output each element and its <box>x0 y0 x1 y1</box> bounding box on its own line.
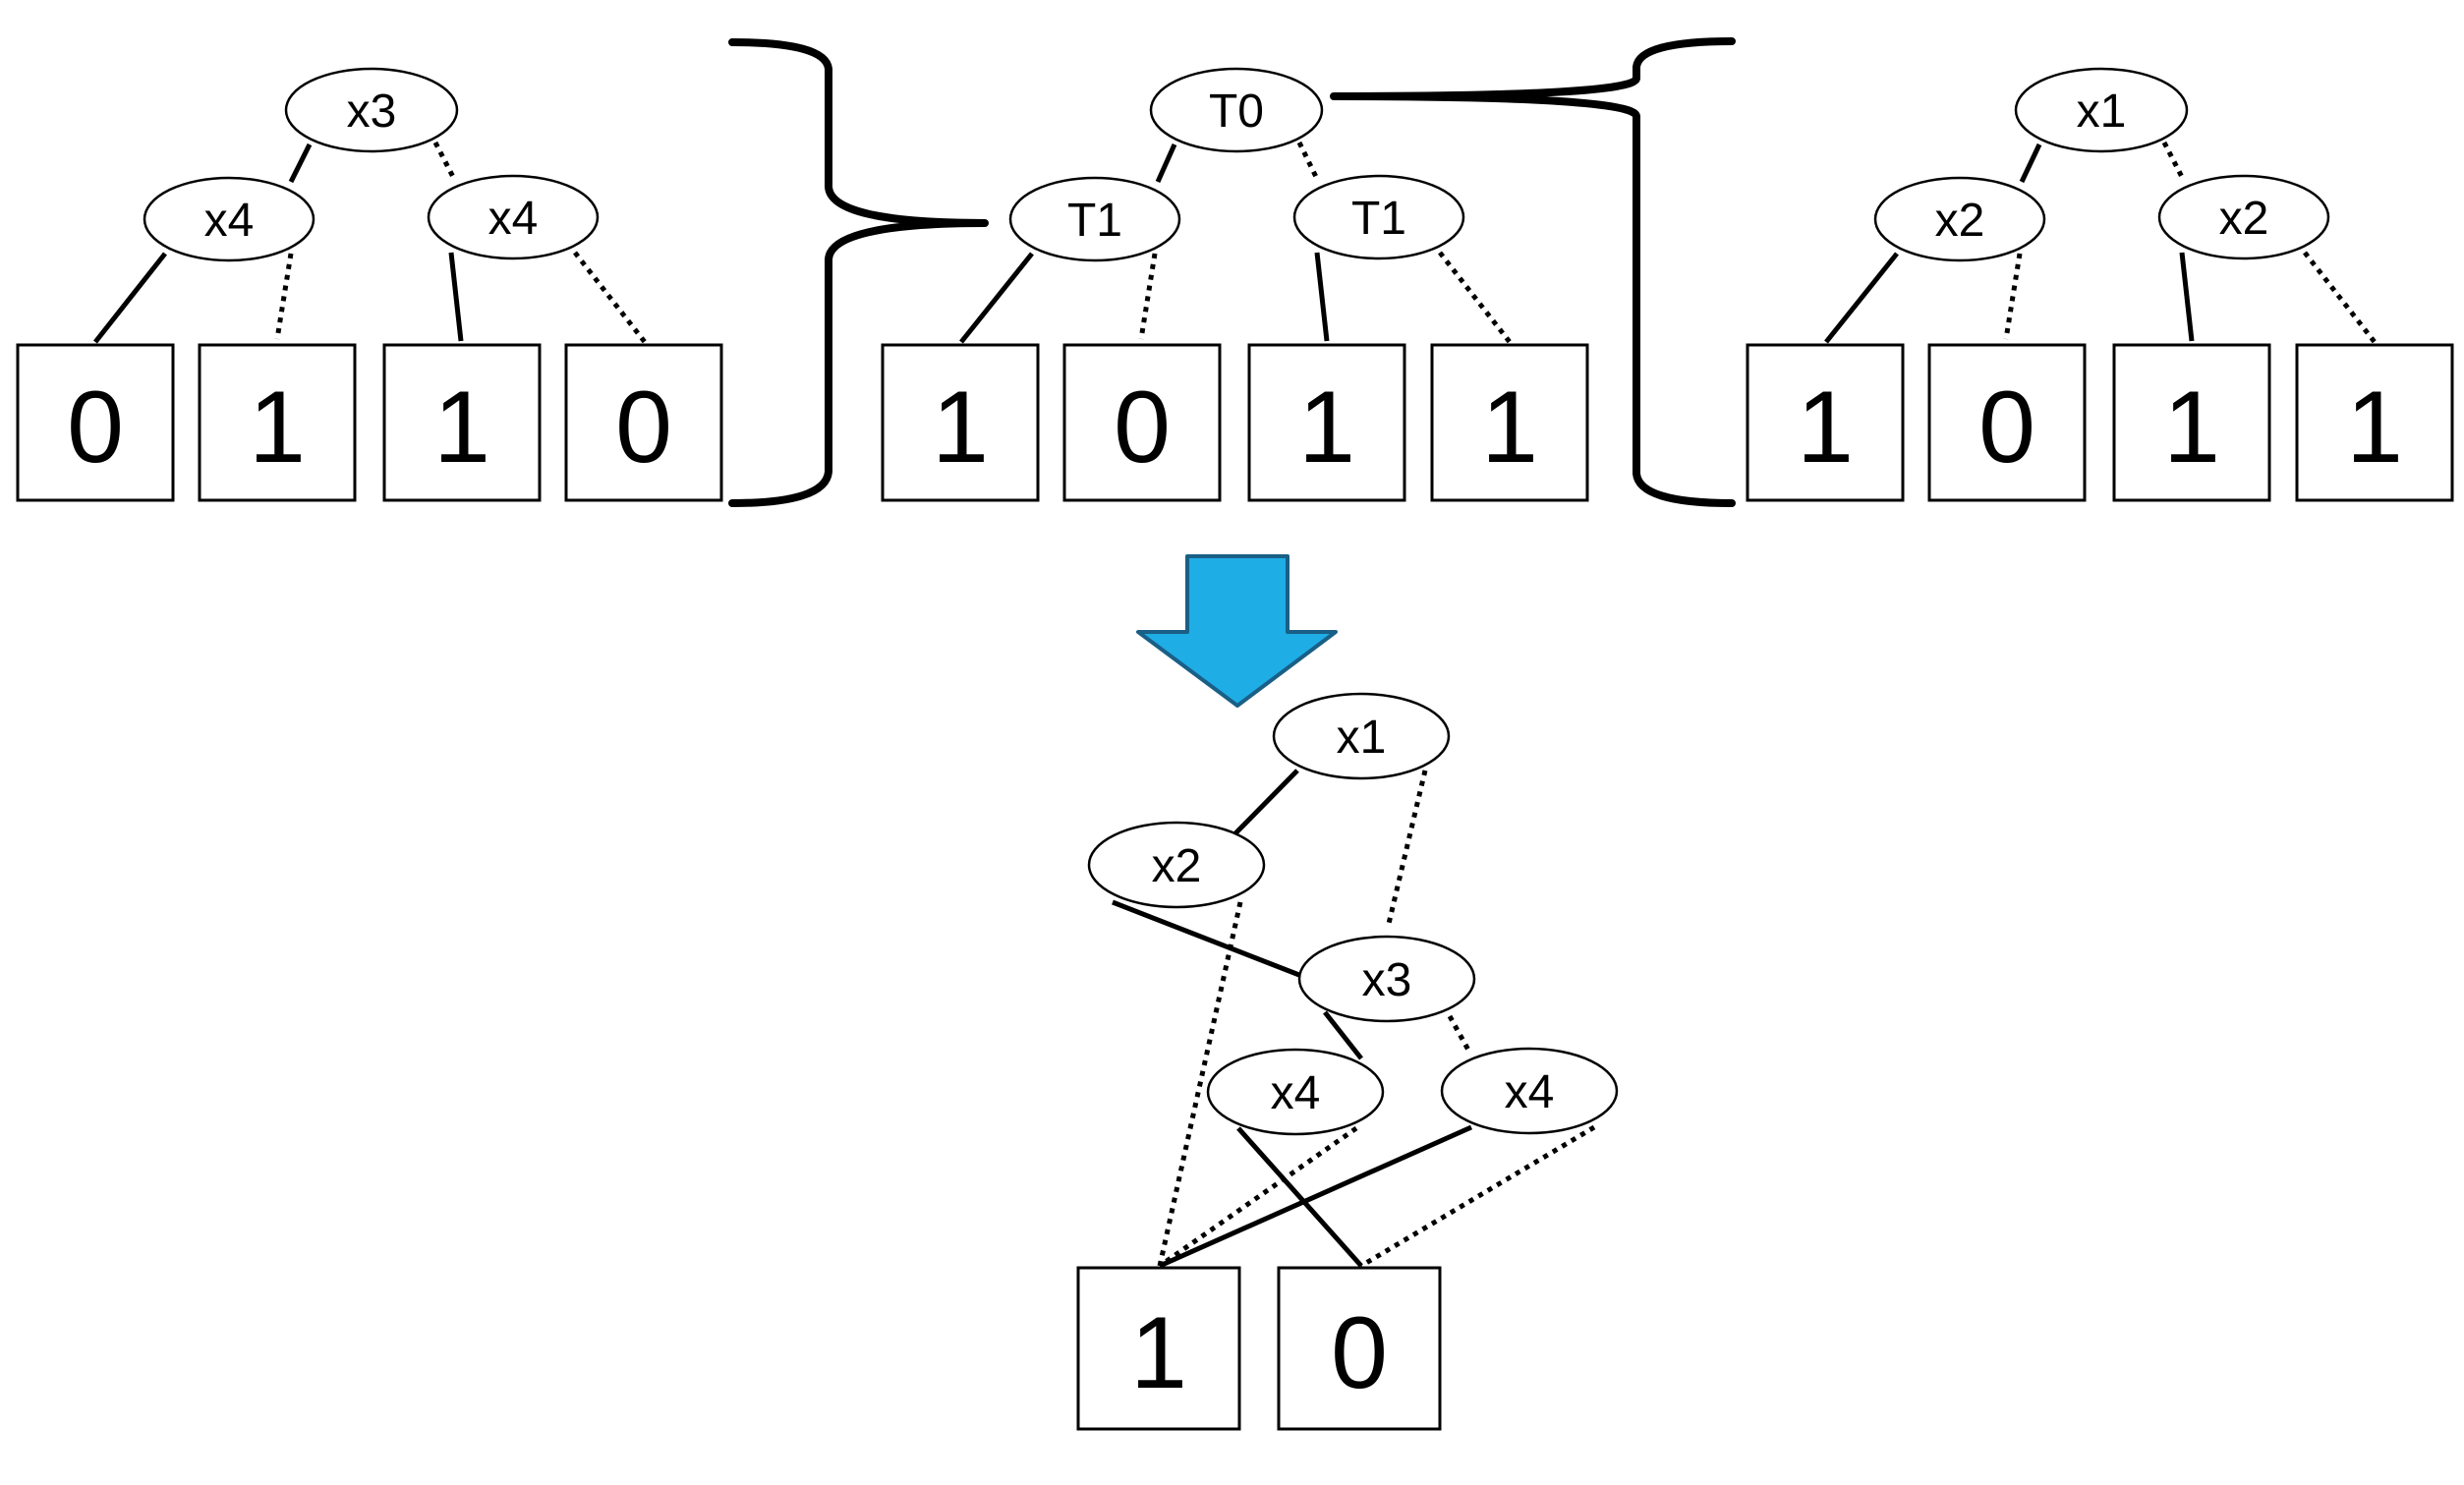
svg-text:1: 1 <box>1797 371 1854 485</box>
svg-text:x3: x3 <box>1362 954 1412 1006</box>
svg-text:T0: T0 <box>1209 86 1264 138</box>
svg-text:T1: T1 <box>1351 193 1406 245</box>
result-diagram: x1 x2 x3 x4 x4 1 0 <box>1076 692 1619 1431</box>
svg-text:x2: x2 <box>1935 195 1985 247</box>
middle-leaf-1: 1 <box>881 343 1040 502</box>
svg-text:x4: x4 <box>204 195 255 247</box>
result-leaf-1: 1 <box>1076 1266 1241 1431</box>
left-leaf-3: 1 <box>382 343 542 502</box>
left-root-node: x3 <box>284 67 459 153</box>
result-node-x4-left: x4 <box>1206 1048 1385 1136</box>
middle-leaf-3: 1 <box>1247 343 1406 502</box>
svg-text:1: 1 <box>2163 371 2220 485</box>
svg-text:x2: x2 <box>2219 193 2269 245</box>
middle-tree: T0 T1 T1 1 0 1 1 <box>881 67 1589 502</box>
result-node-x2: x2 <box>1087 821 1266 909</box>
svg-text:0: 0 <box>67 371 124 485</box>
result-node-x4-right: x4 <box>1440 1047 1619 1135</box>
left-leaf-4: 0 <box>564 343 723 502</box>
svg-text:x2: x2 <box>1152 840 1202 892</box>
result-leaf-0: 0 <box>1277 1266 1442 1431</box>
left-leaf-2: 1 <box>198 343 357 502</box>
right-curly-brace <box>1330 37 1736 507</box>
middle-child-node-2: T1 <box>1292 174 1465 260</box>
left-leaf-1: 0 <box>16 343 175 502</box>
svg-text:1: 1 <box>1481 371 1538 485</box>
middle-root-node: T0 <box>1149 67 1324 153</box>
svg-text:1: 1 <box>1298 371 1355 485</box>
right-child-node-1: x2 <box>1873 176 2046 262</box>
right-tree: x1 x2 x2 1 0 1 1 <box>1746 67 2454 502</box>
svg-text:1: 1 <box>1130 1296 1187 1410</box>
left-child-node-1: x4 <box>143 176 315 262</box>
svg-text:1: 1 <box>249 371 306 485</box>
svg-text:x1: x1 <box>1337 712 1387 764</box>
right-leaf-2: 0 <box>1927 343 2087 502</box>
right-leaf-3: 1 <box>2112 343 2271 502</box>
right-leaf-1: 1 <box>1746 343 1905 502</box>
middle-child-node-1: T1 <box>1008 176 1181 262</box>
right-root-node: x1 <box>2014 67 2189 153</box>
svg-text:1: 1 <box>2346 371 2403 485</box>
svg-text:x4: x4 <box>1271 1067 1321 1119</box>
down-arrow-icon <box>1136 554 1338 708</box>
svg-text:0: 0 <box>1978 371 2035 485</box>
svg-text:x4: x4 <box>1505 1066 1555 1118</box>
middle-leaf-4: 1 <box>1430 343 1589 502</box>
svg-text:x1: x1 <box>2077 86 2127 138</box>
left-curly-brace <box>728 38 989 507</box>
svg-text:0: 0 <box>1114 371 1171 485</box>
left-child-node-2: x4 <box>427 174 600 260</box>
result-node-x3: x3 <box>1297 935 1476 1023</box>
right-leaf-4: 1 <box>2295 343 2454 502</box>
middle-leaf-2: 0 <box>1062 343 1222 502</box>
svg-text:0: 0 <box>1331 1296 1388 1410</box>
svg-text:x4: x4 <box>488 193 539 245</box>
left-tree: x3 x4 x4 0 1 1 0 <box>16 67 723 502</box>
svg-text:1: 1 <box>433 371 490 485</box>
svg-text:T1: T1 <box>1067 195 1122 247</box>
result-node-x1: x1 <box>1272 692 1451 780</box>
svg-text:0: 0 <box>615 371 672 485</box>
svg-text:1: 1 <box>932 371 989 485</box>
right-child-node-2: x2 <box>2157 174 2330 260</box>
svg-text:x3: x3 <box>347 86 397 138</box>
